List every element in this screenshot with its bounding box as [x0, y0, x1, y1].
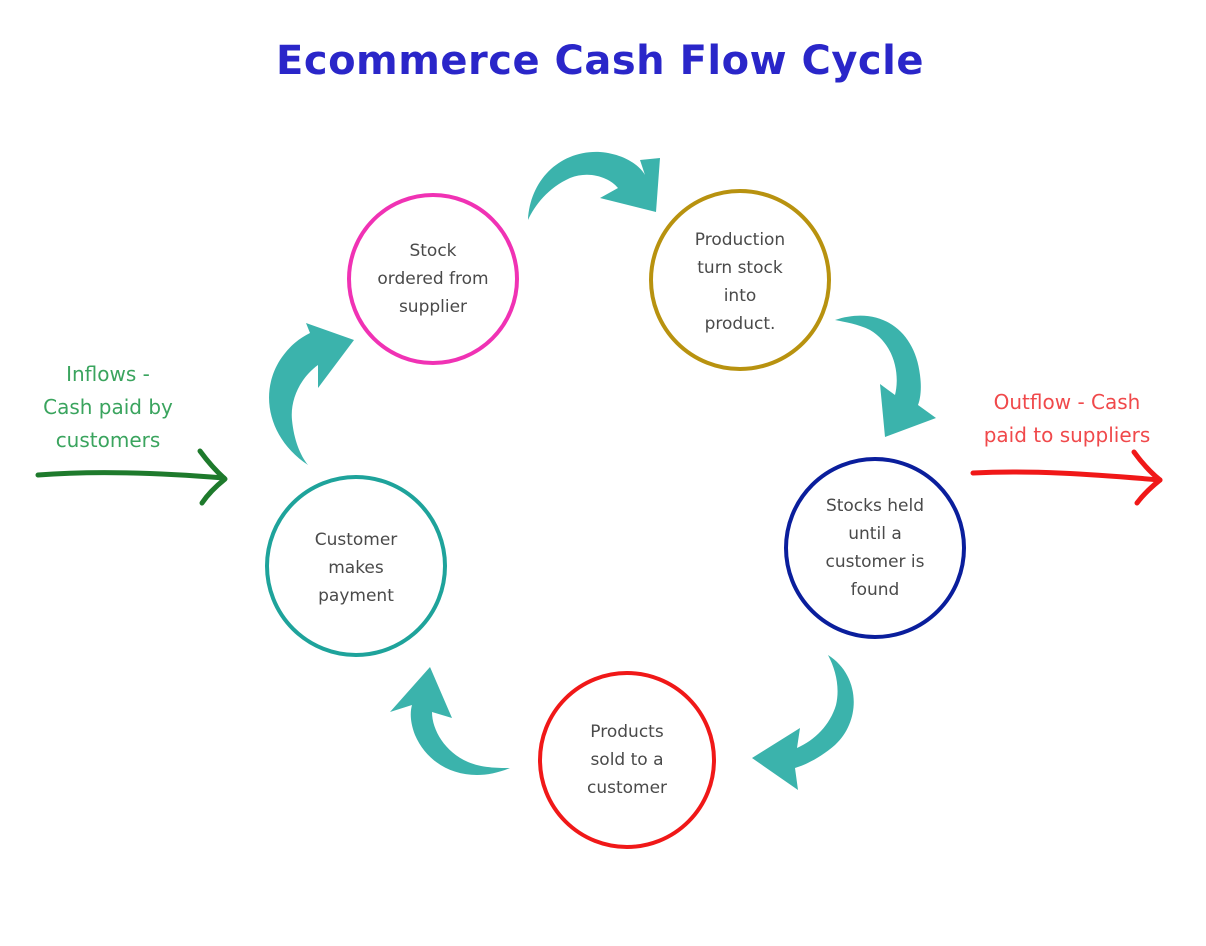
node-label-stocks-held: Stocks held until a customer is found: [825, 496, 925, 600]
node-circle-stock-ordered: [347, 193, 519, 365]
node-label-products-sold: Products sold to a customer: [586, 722, 668, 798]
outflow-arrow: [970, 449, 1163, 506]
node-circle-stocks-held: [784, 457, 966, 639]
cycle-arrow-5: [269, 323, 354, 465]
cycle-arrow-1: [528, 151, 660, 220]
cycle-arrow-3: [752, 655, 854, 790]
inflow-label: Inflows - Cash paid by customers: [43, 362, 173, 452]
cycle-arrow-4: [390, 667, 510, 776]
node-circle-products-sold: [538, 671, 716, 849]
inflow-arrow: [35, 448, 228, 506]
cycle-arrow-2: [835, 315, 936, 437]
diagram-title: Ecommerce Cash Flow Cycle: [276, 38, 924, 84]
node-label-stock-ordered: Stock ordered from supplier: [377, 241, 489, 317]
node-circle-production: [649, 189, 831, 371]
node-label-production: Production turn stock into product.: [694, 230, 786, 334]
node-circle-customer-payment: [265, 475, 447, 657]
outflow-label: Outflow - Cash paid to suppliers: [983, 390, 1151, 447]
node-label-customer-payment: Customer makes payment: [314, 530, 398, 606]
